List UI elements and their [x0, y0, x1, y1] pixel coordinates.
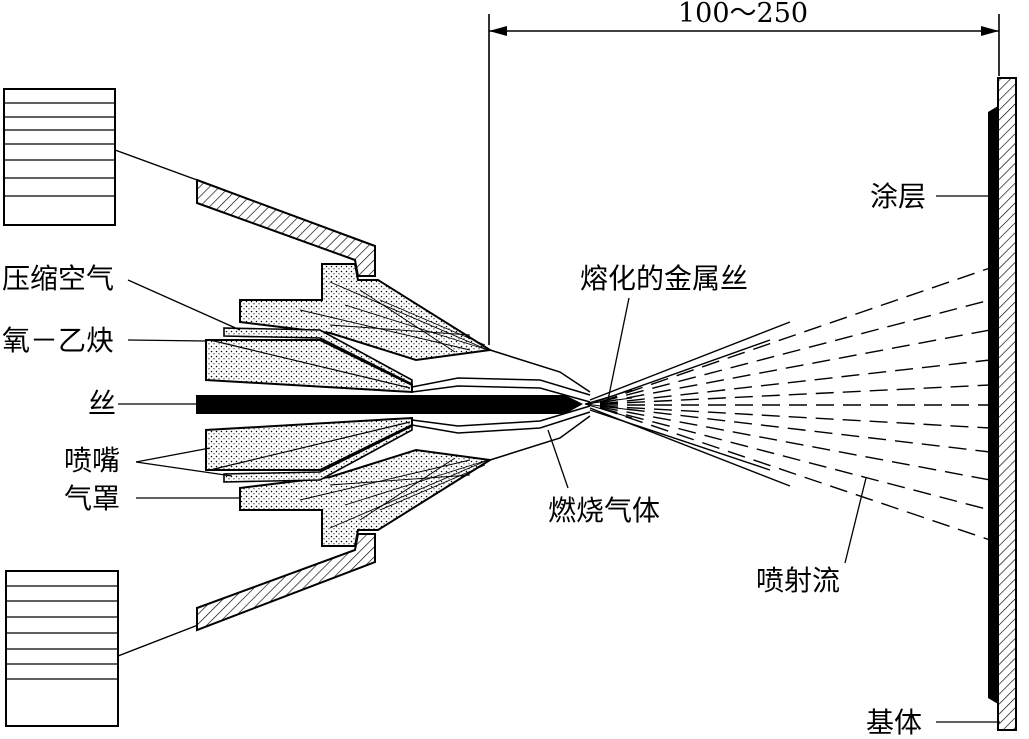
label-spray-stream: 喷射流	[756, 564, 840, 597]
label-compressed-air: 压缩空气	[2, 262, 114, 295]
substrate	[997, 77, 1017, 731]
upper-nozzle-tube	[223, 327, 413, 386]
upper-handle	[3, 88, 198, 226]
dimension	[488, 14, 1000, 345]
label-oxy-acetylene: 氧－乙炔	[2, 324, 114, 357]
leader-lines	[118, 195, 1000, 723]
metal-wire	[196, 395, 583, 414]
upper-air-cap-lines	[299, 281, 489, 353]
spray-stream	[584, 267, 991, 541]
lower-nozzle-tube	[223, 424, 413, 483]
label-combustion-gas: 燃烧气体	[548, 494, 660, 527]
label-air-cap: 气罩	[64, 482, 120, 515]
label-coating: 涂层	[870, 180, 926, 213]
label-wire: 丝	[88, 387, 116, 420]
upper-arm	[196, 178, 376, 277]
upper-air-cap	[239, 263, 493, 362]
lower-air-cap	[239, 448, 493, 547]
upper-nozzle	[205, 339, 413, 394]
label-nozzle: 喷嘴	[64, 444, 120, 477]
lower-arm	[196, 533, 376, 632]
lower-air-cap-lines	[299, 457, 489, 529]
lower-nozzle	[205, 416, 413, 471]
label-molten-wire: 熔化的金属丝	[580, 262, 748, 295]
combustion-gas-flow	[411, 349, 591, 461]
coating	[988, 106, 998, 704]
label-substrate: 基体	[866, 706, 922, 739]
lower-handle	[5, 570, 199, 727]
dimension-label: 100～250	[678, 0, 808, 29]
